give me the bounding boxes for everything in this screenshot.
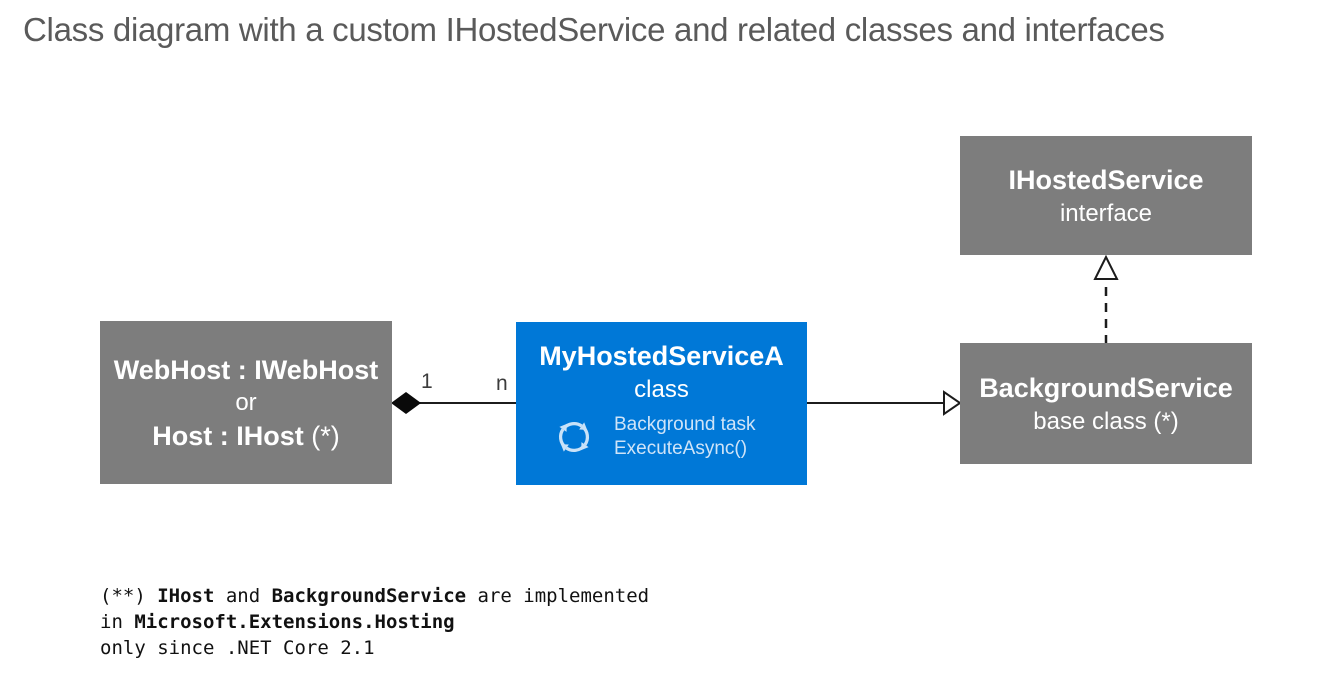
class-box-myhostedservicea: MyHostedServiceA class Background task E… <box>516 322 807 485</box>
multiplicity-label-1: 1 <box>421 370 433 393</box>
footnote: (**) IHost and BackgroundService are imp… <box>100 583 649 661</box>
diagram-title: Class diagram with a custom IHostedServi… <box>23 11 1165 48</box>
box-subtitle: class <box>634 376 689 403</box>
feature-text: Background task ExecuteAsync() <box>614 413 756 461</box>
host-note: (*) <box>303 420 340 451</box>
host-name: Host : IHost <box>152 420 304 451</box>
box-title: IHostedService <box>1008 165 1204 195</box>
box-title-alt: Host : IHost (*) <box>152 418 340 454</box>
inheritance-arrowhead <box>943 390 962 416</box>
realization-arrowhead <box>1093 254 1119 280</box>
sync-arrows-icon <box>557 420 591 454</box>
class-box-backgroundservice: BackgroundService base class (*) <box>960 343 1252 464</box>
feature-line1: Background task <box>614 414 756 435</box>
footnote-line-3: only since .NET Core 2.1 <box>100 637 375 659</box>
footnote-line-1: (**) IHost and BackgroundService are imp… <box>100 585 650 607</box>
box-or-label: or <box>235 388 257 416</box>
box-subtitle: interface <box>1059 200 1153 227</box>
feature-line2: ExecuteAsync() <box>614 438 748 459</box>
box-title: WebHost : IWebHost <box>113 354 379 385</box>
footnote-line-2: in Microsoft.Extensions.Hosting <box>100 611 455 633</box>
box-title: MyHostedServiceA <box>539 341 784 371</box>
background-task-feature: Background task ExecuteAsync() <box>548 413 756 461</box>
box-title: BackgroundService <box>979 373 1233 403</box>
class-box-webhost: WebHost : IWebHost or Host : IHost (*) <box>100 321 392 484</box>
multiplicity-label-n: n <box>496 372 508 395</box>
composition-diamond <box>391 392 421 414</box>
box-subtitle: base class (*) <box>1033 408 1179 435</box>
interface-box-ihostedservice: IHostedService interface <box>960 136 1252 255</box>
